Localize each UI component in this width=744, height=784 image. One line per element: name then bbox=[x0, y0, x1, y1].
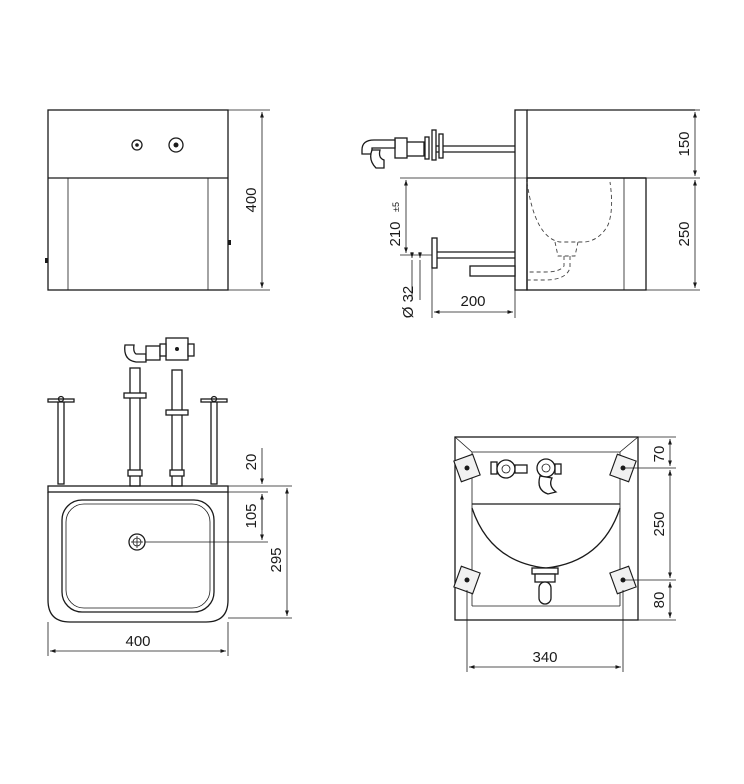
top-view: 400 20 105 295 bbox=[47, 337, 292, 656]
side-pipe-height-label: 210 bbox=[387, 221, 404, 246]
bottom-width-label: 340 bbox=[532, 649, 557, 666]
top-drain-icon bbox=[128, 533, 146, 551]
side-bowl-hidden bbox=[526, 181, 613, 243]
top-basin-rim bbox=[47, 485, 229, 493]
top-20-label: 20 bbox=[243, 454, 260, 471]
top-bowl-outer bbox=[61, 499, 215, 613]
side-bottom-label: 250 bbox=[676, 221, 693, 246]
bottom-70-label: 70 bbox=[651, 446, 668, 463]
top-295-label: 295 bbox=[268, 547, 285, 572]
side-top-label: 150 bbox=[676, 131, 693, 156]
top-105-label: 105 bbox=[243, 503, 260, 528]
side-tap-assembly bbox=[361, 129, 515, 169]
top-width-label: 400 bbox=[125, 633, 150, 650]
bottom-valve-fittings bbox=[490, 458, 562, 495]
bottom-drain-outlet bbox=[531, 567, 559, 605]
front-bracket-left bbox=[45, 258, 48, 263]
front-view: 400 bbox=[45, 109, 270, 291]
top-basin-outline bbox=[47, 492, 229, 623]
side-diameter-label: Ø 32 bbox=[400, 286, 417, 319]
side-projection-label: 200 bbox=[460, 293, 485, 310]
front-outline bbox=[47, 109, 229, 291]
top-valve-right bbox=[159, 337, 195, 487]
side-basin-body bbox=[526, 177, 647, 291]
side-pipe-tolerance-label: ±5 bbox=[391, 202, 401, 212]
bottom-view: 70 250 80 340 bbox=[453, 436, 676, 672]
bottom-80-label: 80 bbox=[651, 592, 668, 609]
side-view: 150 250 210 ±5 Ø 32 200 bbox=[361, 109, 700, 319]
front-bracket-right bbox=[228, 240, 231, 245]
top-bowl-inner bbox=[65, 503, 211, 609]
front-height-label: 400 bbox=[243, 187, 260, 212]
bottom-outline bbox=[454, 436, 639, 621]
front-valve-large-icon bbox=[168, 137, 184, 153]
bottom-bowl-outline bbox=[471, 507, 621, 569]
side-wall-plate bbox=[514, 109, 528, 291]
top-valve-left bbox=[123, 344, 161, 487]
side-drain-pipe bbox=[431, 237, 516, 277]
bottom-250-label: 250 bbox=[651, 511, 668, 536]
front-valve-small-icon bbox=[131, 139, 143, 151]
top-mounting-studs bbox=[47, 395, 228, 485]
